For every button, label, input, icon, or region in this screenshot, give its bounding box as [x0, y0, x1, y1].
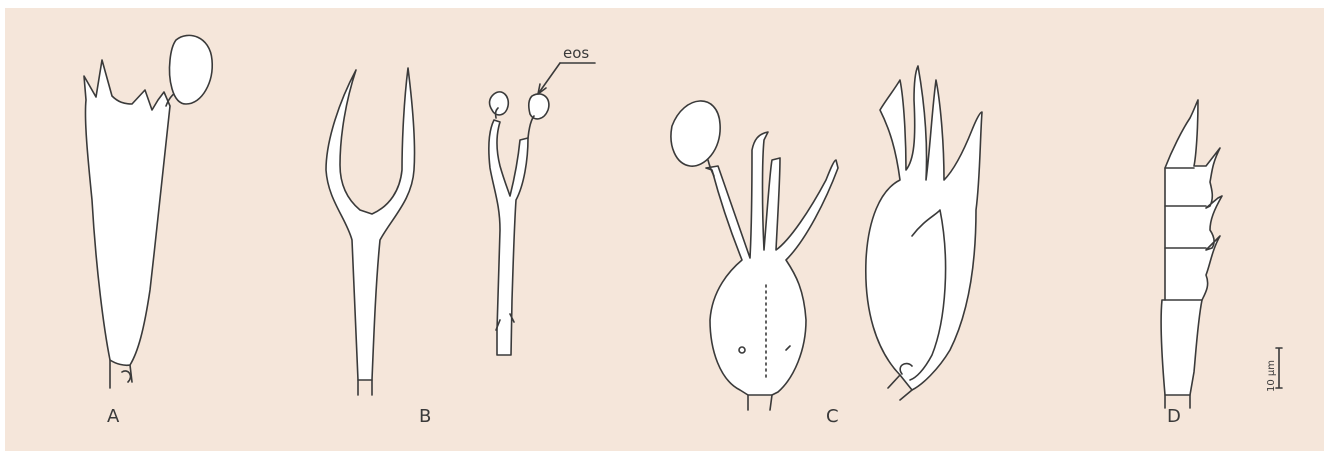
annotation-label: eos — [563, 44, 589, 62]
basidium-a — [84, 35, 212, 388]
basidium-c-left — [671, 101, 838, 410]
spore-a — [170, 35, 213, 104]
basidium-d — [1161, 100, 1222, 408]
spore-b-2 — [529, 94, 549, 119]
basidium-b-slender — [489, 92, 549, 355]
basidium-c-right — [866, 66, 982, 400]
panel-label-c: C — [826, 406, 839, 427]
panel-label-a: A — [107, 406, 119, 427]
spore-c — [671, 101, 720, 166]
panel-label-d: D — [1167, 406, 1181, 427]
panel-label-b: B — [419, 406, 431, 427]
basidium-b-large — [326, 68, 415, 395]
scale-bar-label: 10 µm — [1266, 360, 1277, 392]
spore-b-1 — [490, 92, 509, 115]
annotation-arrow — [538, 63, 595, 94]
